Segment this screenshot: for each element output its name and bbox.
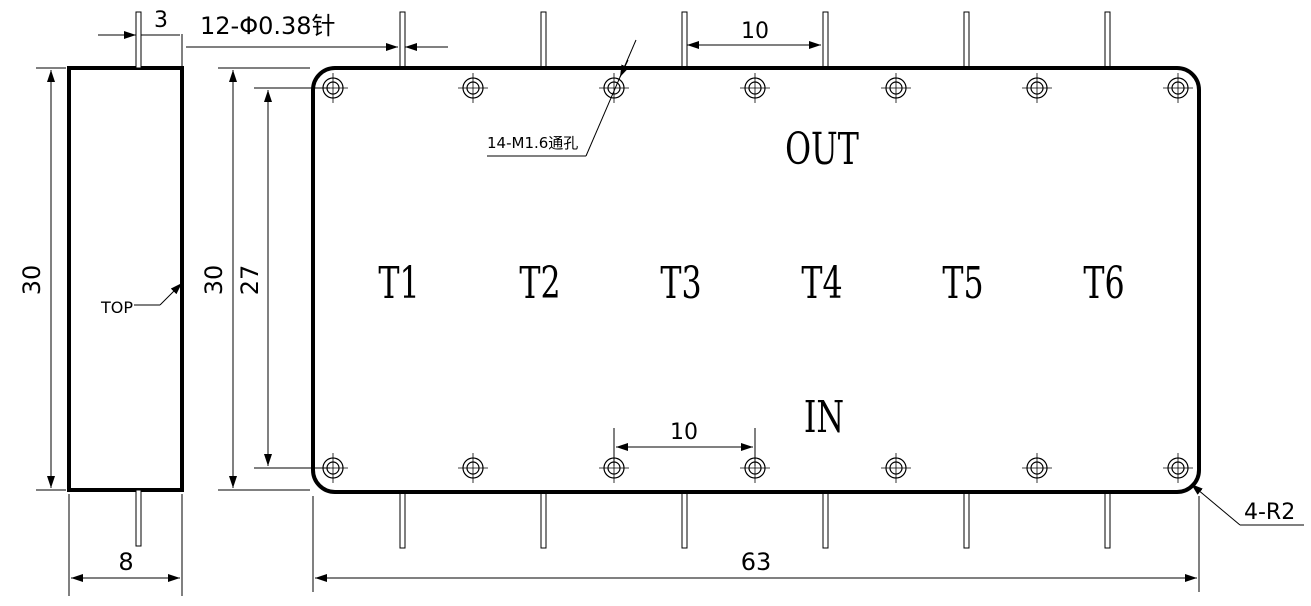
- holes-label: 14-M1.6通孔: [487, 134, 578, 152]
- length-label: 63: [741, 548, 772, 576]
- front-view: OUT IN T1 T2 T3 T4 T5 T6 30 27 10 12-Φ0.…: [186, 11, 1304, 592]
- mounting-hole: [1163, 453, 1193, 483]
- pins-label: 12-Φ0.38针: [200, 12, 336, 40]
- terminal-label: T4: [801, 258, 842, 310]
- terminal-label: T2: [519, 258, 560, 310]
- side-pin-offset-label: 3: [154, 8, 168, 33]
- holes-bottom: [318, 453, 1193, 483]
- bottom-pitch-label: 10: [670, 420, 698, 445]
- pins-top: [399, 11, 1111, 69]
- mounting-hole: [1022, 453, 1052, 483]
- mounting-hole: [740, 73, 770, 103]
- inner-height-label: 27: [236, 265, 264, 296]
- side-width-label: 8: [118, 548, 133, 576]
- radius-leader: [1190, 483, 1241, 526]
- pin: [822, 491, 829, 549]
- mounting-hole: [1163, 73, 1193, 103]
- pin: [540, 11, 547, 69]
- terminal-label: T1: [378, 258, 419, 310]
- side-height-label: 30: [18, 265, 46, 296]
- pin: [822, 11, 829, 69]
- side-view-body: [67, 66, 184, 492]
- front-height-label: 30: [200, 265, 228, 296]
- top-pitch-label: 10: [741, 19, 769, 44]
- terminal-label: T6: [1083, 258, 1124, 310]
- pin: [399, 491, 406, 549]
- pins-bottom: [399, 491, 1111, 549]
- radius-label: 4-R2: [1244, 500, 1295, 525]
- mounting-hole: [881, 73, 911, 103]
- top-label: TOP: [100, 298, 133, 317]
- pin: [681, 11, 688, 69]
- terminal-labels: T1 T2 T3 T4 T5 T6: [378, 258, 1124, 310]
- pin: [399, 11, 406, 69]
- mounting-hole: [599, 73, 629, 103]
- mounting-hole: [458, 73, 488, 103]
- pin: [963, 11, 970, 69]
- pin: [1104, 491, 1111, 549]
- side-view: 30 8 3 TOP: [18, 8, 184, 596]
- out-label: OUT: [785, 124, 859, 176]
- pin: [681, 491, 688, 549]
- in-label: IN: [804, 392, 844, 444]
- side-pin-top: [135, 11, 142, 69]
- mounting-hole: [458, 453, 488, 483]
- front-view-body: [311, 66, 1201, 494]
- pin: [1104, 11, 1111, 69]
- mounting-hole: [1022, 73, 1052, 103]
- terminal-label: T3: [660, 258, 701, 310]
- pin: [963, 491, 970, 549]
- side-pin-bottom: [135, 489, 142, 547]
- mounting-hole: [881, 453, 911, 483]
- terminal-label: T5: [942, 258, 983, 310]
- pin: [540, 491, 547, 549]
